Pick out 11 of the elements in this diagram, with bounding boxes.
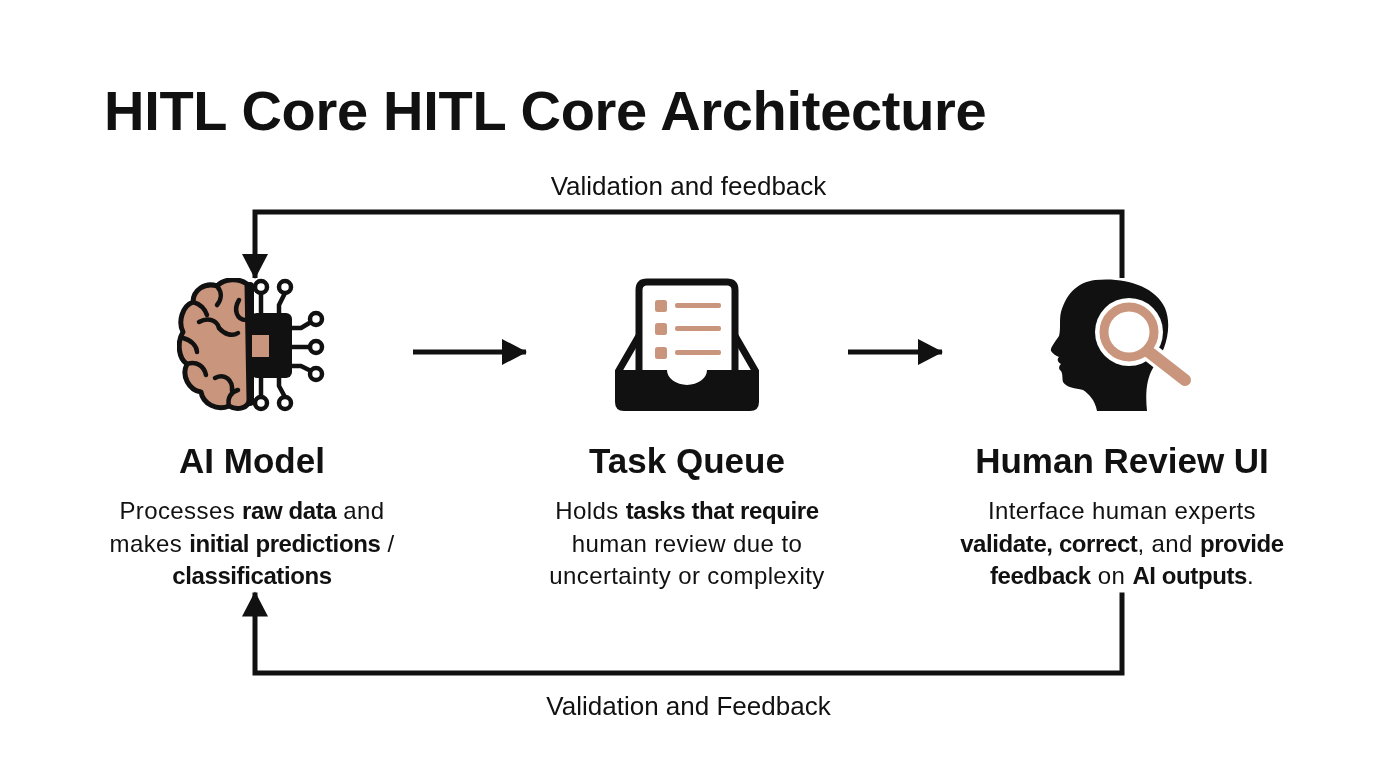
arrow xyxy=(413,339,527,365)
node-description: Holds tasks that require human review due to uncertainty or complexity xyxy=(548,496,826,591)
diagram-title: HITL Core HITL Core Architecture xyxy=(104,80,987,142)
node-description: Interface human experts validate, correct, and provide feedback on AI outputs. xyxy=(959,496,1285,591)
node-title: Task Queue xyxy=(589,441,785,481)
arrow xyxy=(242,209,1125,279)
arrow xyxy=(242,591,1125,676)
node-title: Human Review UI xyxy=(975,441,1269,481)
node-description: Processes raw data and makes initial predictions / classifications xyxy=(108,496,396,591)
node-title: AI Model xyxy=(179,441,325,481)
arrow xyxy=(848,339,943,365)
